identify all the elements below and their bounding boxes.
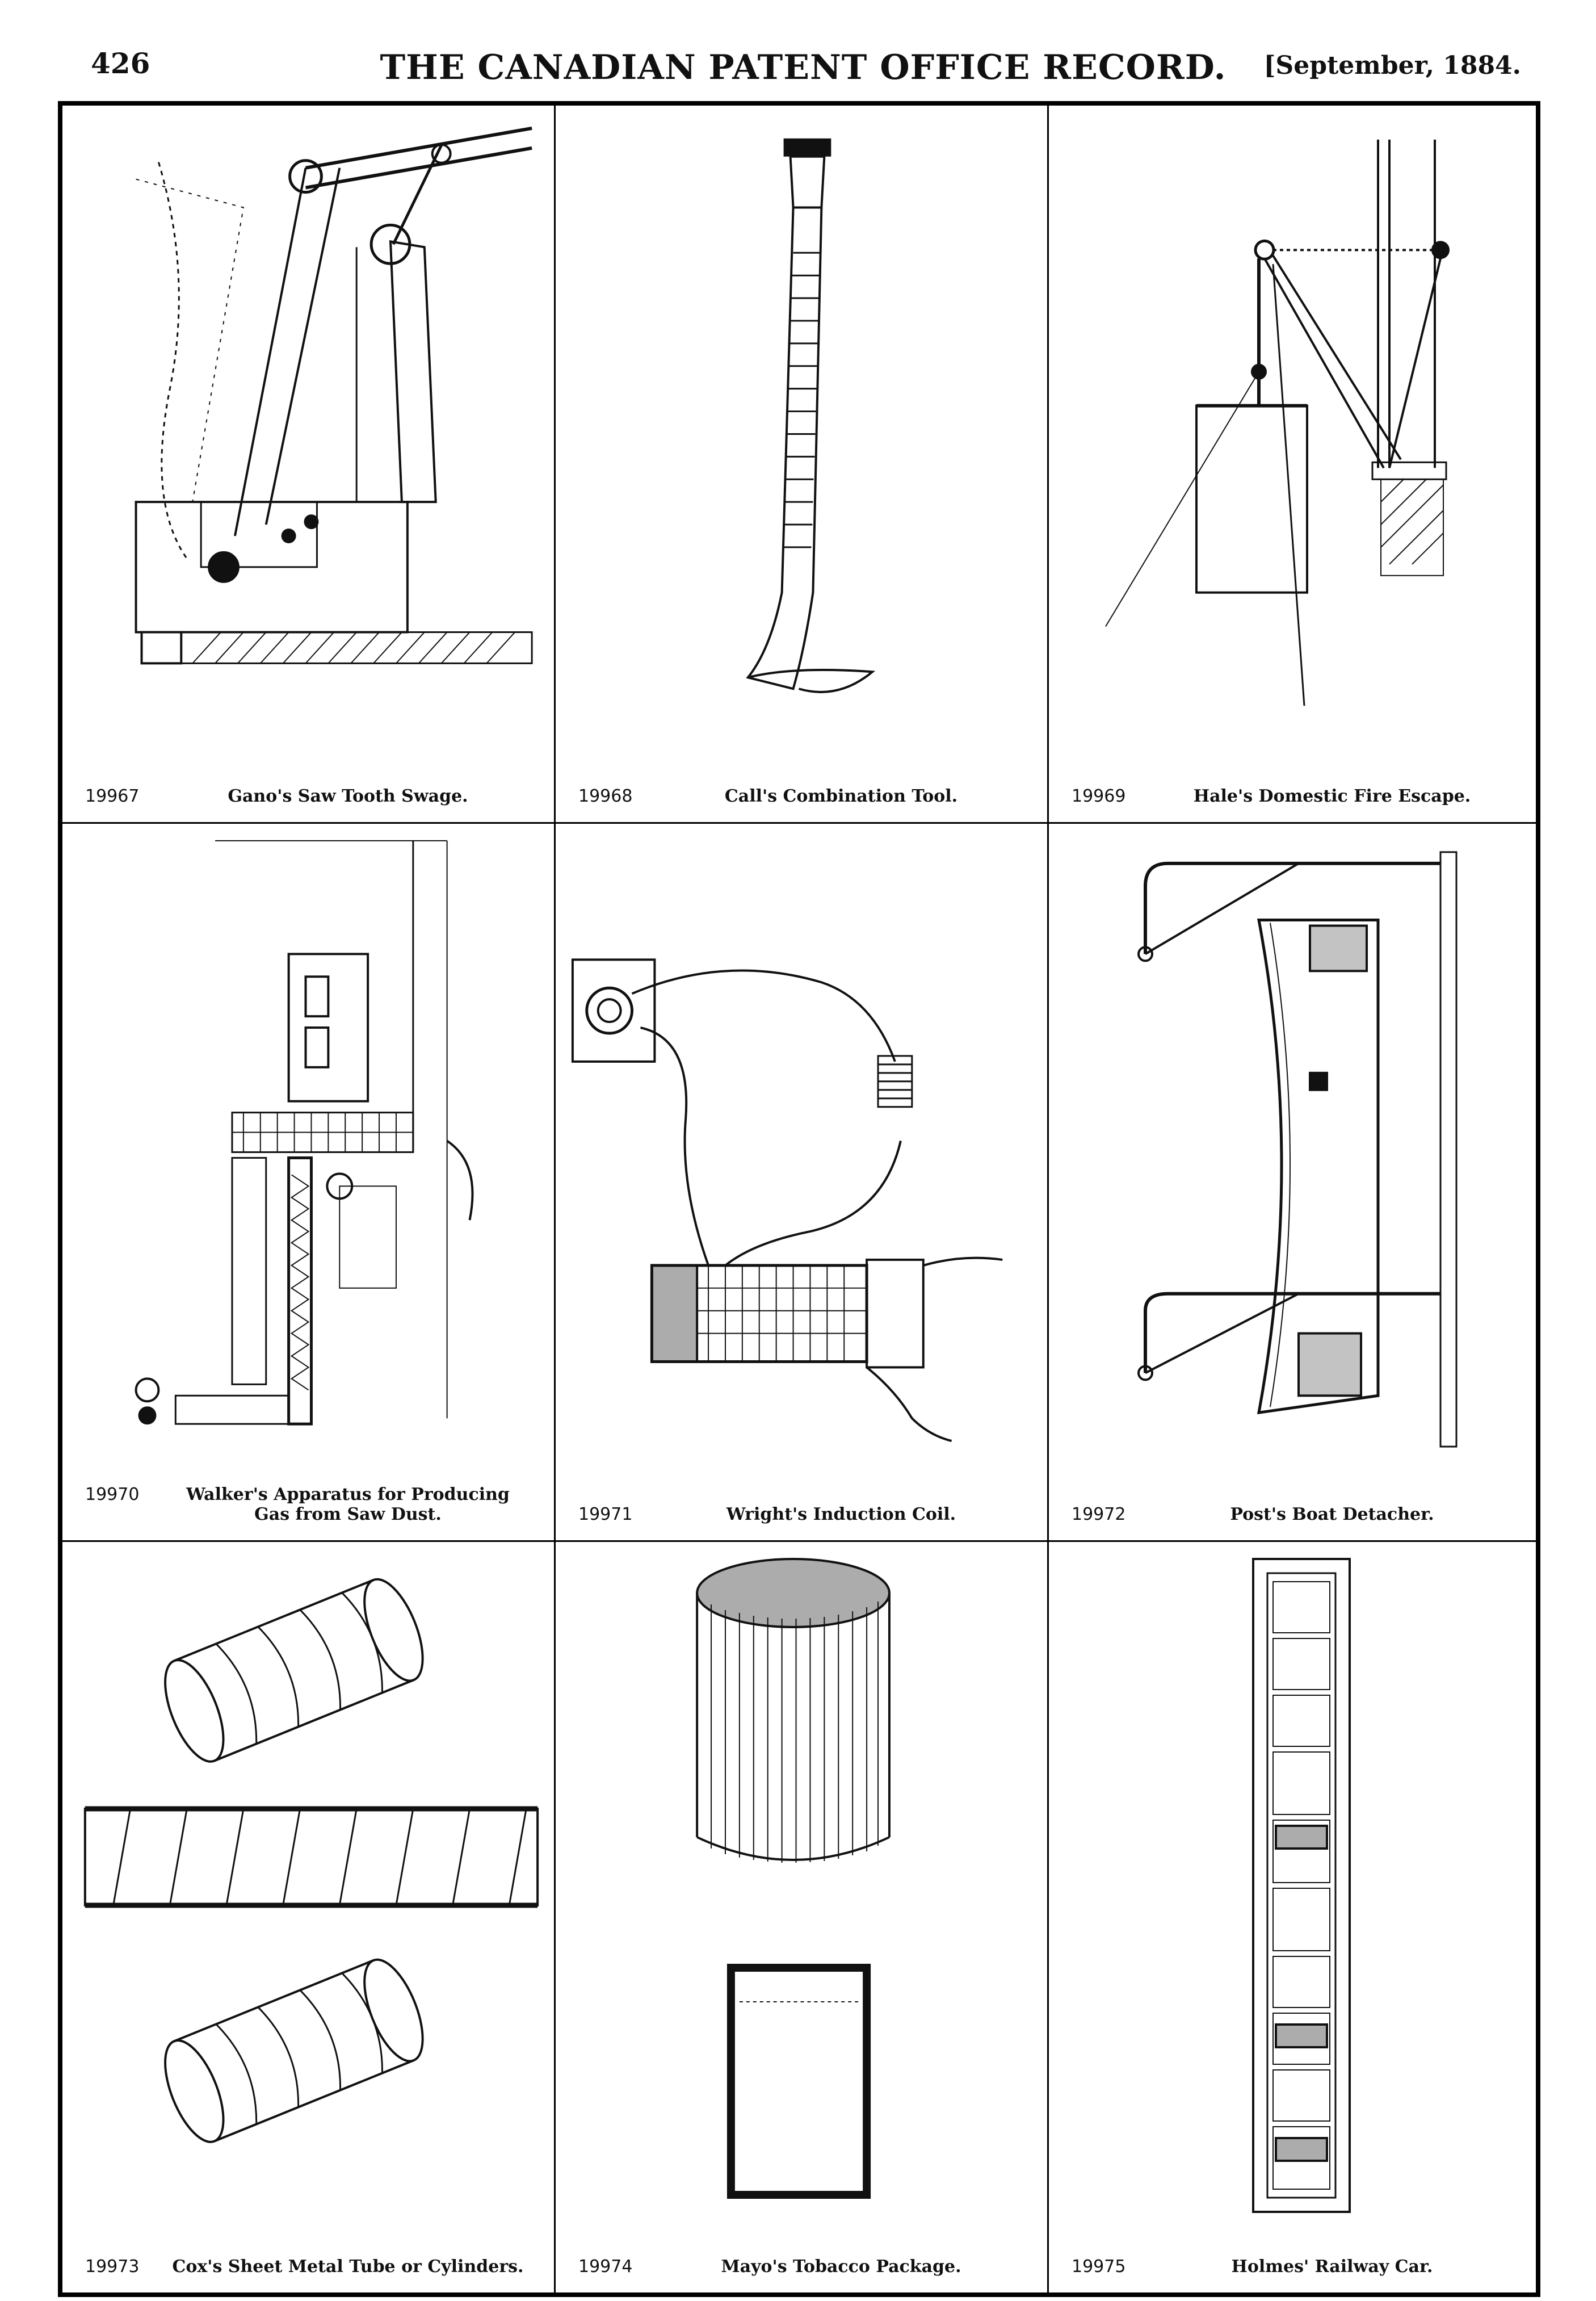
patent-title: Cox's Sheet Metal Tube or Cylinders. xyxy=(172,2256,524,2277)
patent-caption: 19975 Holmes' Railway Car. xyxy=(1072,2257,1524,2277)
boat-detacher-illustration xyxy=(1049,824,1536,1461)
patent-title: Call's Combination Tool. xyxy=(724,786,958,806)
patent-number: 19968 xyxy=(578,786,633,806)
patent-cell-19975: 19975 Holmes' Railway Car. xyxy=(1049,1542,1536,2292)
patent-cell-19973: 19973 Cox's Sheet Metal Tube or Cylinder… xyxy=(62,1542,556,2292)
patent-cell-19974: 19974 Mayo's Tobacco Package. xyxy=(556,1542,1049,2292)
patent-caption: 19971 Wright's Induction Coil. xyxy=(578,1504,1036,1525)
patent-caption: 19973 Cox's Sheet Metal Tube or Cylinder… xyxy=(85,2257,543,2277)
patent-number: 19974 xyxy=(578,2256,633,2277)
patent-caption: 19972 Post's Boat Detacher. xyxy=(1072,1504,1524,1525)
combination-tool-illustration xyxy=(556,106,1047,743)
patent-number: 19972 xyxy=(1072,1504,1126,1524)
sheet-metal-tube-illustration xyxy=(62,1542,554,2213)
patent-number: 19971 xyxy=(578,1504,633,1524)
patent-cell-19969: 19969 Hale's Domestic Fire Escape. xyxy=(1049,106,1536,824)
patent-title: Holmes' Railway Car. xyxy=(1231,2256,1433,2277)
tobacco-package-illustration xyxy=(556,1542,1047,2213)
patent-title: Wright's Induction Coil. xyxy=(726,1504,956,1524)
gas-apparatus-illustration xyxy=(62,824,554,1461)
patent-number: 19973 xyxy=(85,2256,140,2277)
patent-caption: 19969 Hale's Domestic Fire Escape. xyxy=(1072,786,1524,807)
induction-coil-illustration xyxy=(556,824,1047,1461)
patent-cell-19971: 19971 Wright's Induction Coil. xyxy=(556,824,1049,1542)
patent-plate: 19967 Gano's Saw Tooth Swage. xyxy=(58,101,1540,2297)
patent-cell-19968: 19968 Call's Combination Tool. xyxy=(556,106,1049,824)
patent-number: 19967 xyxy=(85,786,140,806)
patent-caption: 19967 Gano's Saw Tooth Swage. xyxy=(85,786,543,807)
patent-title: Walker's Apparatus for Producing Gas fro… xyxy=(186,1485,510,1524)
patent-cell-19972: 19972 Post's Boat Detacher. xyxy=(1049,824,1536,1542)
patent-number: 19969 xyxy=(1072,786,1126,806)
patent-title: Hale's Domestic Fire Escape. xyxy=(1193,786,1471,806)
patent-caption: 19968 Call's Combination Tool. xyxy=(578,786,1036,807)
page-number: 426 xyxy=(91,47,150,80)
patent-caption: 19970 Walker's Apparatus for Producing G… xyxy=(85,1485,543,1524)
railway-car-illustration xyxy=(1049,1542,1536,2213)
patent-title: Mayo's Tobacco Package. xyxy=(721,2256,961,2277)
patent-cell-19970: 19970 Walker's Apparatus for Producing G… xyxy=(62,824,556,1542)
patent-title: Post's Boat Detacher. xyxy=(1230,1504,1434,1524)
issue-date: [September, 1884. xyxy=(1263,51,1521,80)
patent-title: Gano's Saw Tooth Swage. xyxy=(228,786,468,806)
patent-caption: 19974 Mayo's Tobacco Package. xyxy=(578,2257,1036,2277)
patent-number: 19975 xyxy=(1072,2256,1126,2277)
patent-cell-19967: 19967 Gano's Saw Tooth Swage. xyxy=(62,106,556,824)
patent-number: 19970 xyxy=(85,1485,140,1504)
saw-swage-illustration xyxy=(62,106,554,743)
fire-escape-illustration xyxy=(1049,106,1536,743)
page-header: 426 THE CANADIAN PATENT OFFICE RECORD. [… xyxy=(85,35,1521,92)
journal-title: THE CANADIAN PATENT OFFICE RECORD. xyxy=(380,48,1227,87)
